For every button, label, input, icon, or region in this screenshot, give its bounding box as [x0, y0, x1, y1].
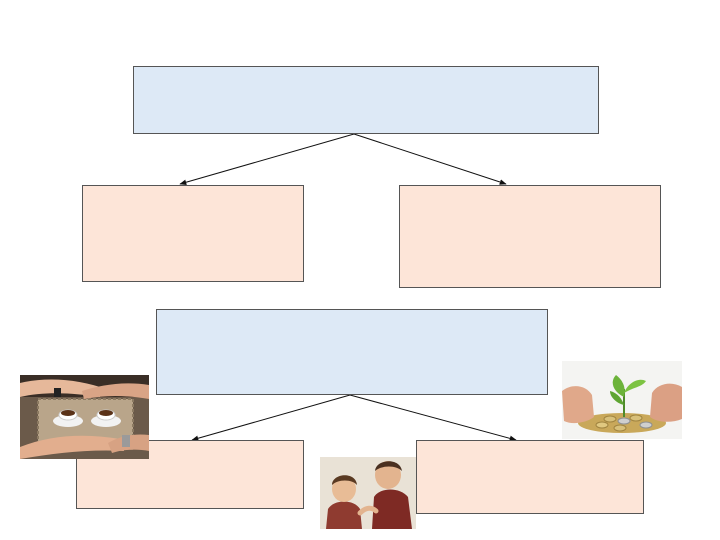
coins-plant-hands-photo — [562, 361, 682, 439]
top-left-child-label — [83, 186, 303, 194]
bottom-right-child-box — [416, 440, 644, 514]
parent-child-illustration — [320, 457, 416, 529]
bottom-right-child-label — [417, 441, 643, 449]
arrow-top-right — [353, 133, 507, 185]
bottom-root-box — [156, 309, 548, 395]
top-root-label — [134, 67, 598, 75]
top-right-child-box — [399, 185, 661, 288]
arrow-bottom-left — [191, 394, 351, 441]
coffee-cups-hands-photo — [20, 375, 149, 459]
top-root-box — [133, 66, 599, 134]
top-left-child-box — [82, 185, 304, 282]
arrow-top-left — [179, 133, 355, 185]
top-right-child-label — [400, 186, 660, 194]
bottom-root-label — [157, 310, 547, 318]
arrow-bottom-right — [349, 394, 517, 442]
